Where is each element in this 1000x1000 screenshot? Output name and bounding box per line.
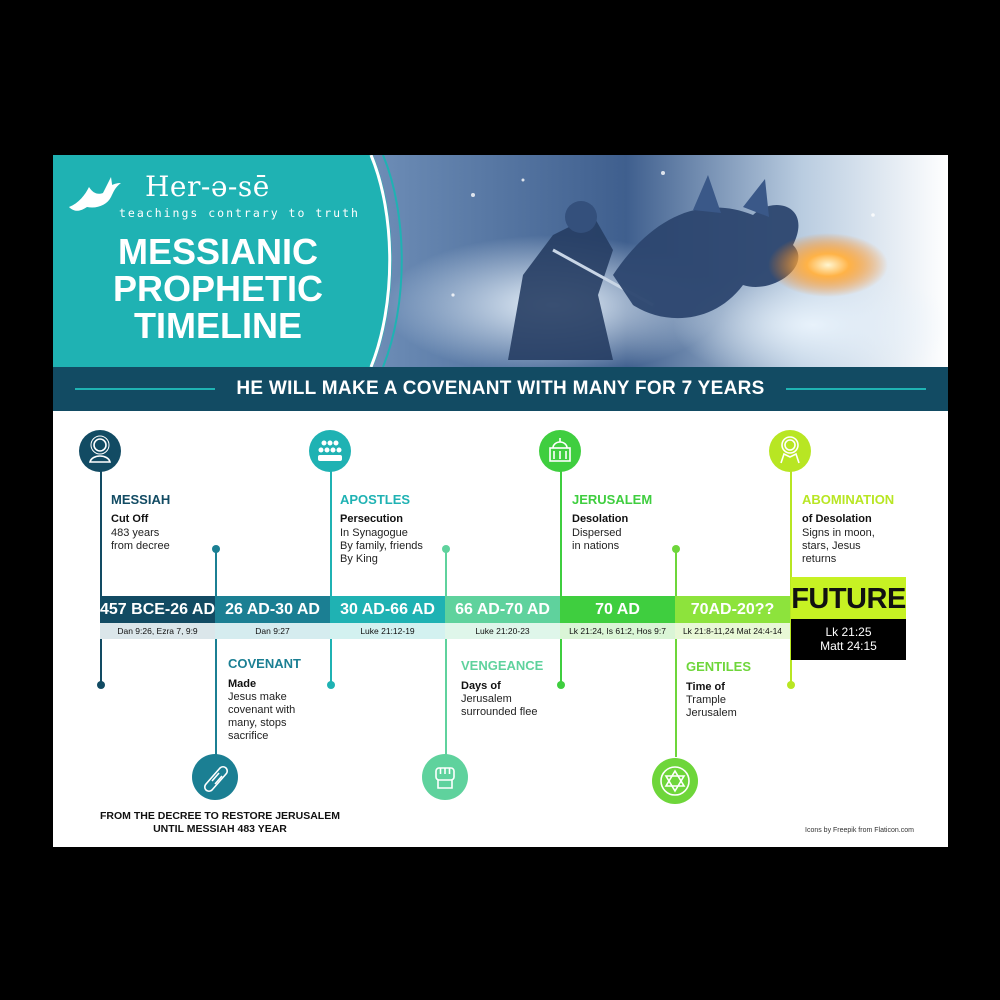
event-subtitle: Days of xyxy=(461,680,501,692)
event-line: stars, Jesus xyxy=(802,540,875,553)
event-title: APOSTLES xyxy=(340,492,410,507)
event-line: surrounded flee xyxy=(461,706,537,719)
page-title: MESSIANIC PROPHETIC TIMELINE xyxy=(83,233,353,344)
event-description: Signs in moon, stars, Jesus returns xyxy=(802,527,875,566)
timeline-segment: 457 BCE-26 AD xyxy=(100,596,215,623)
event-line: sacrifice xyxy=(228,730,295,743)
timeline-reference: Lk 21:24, Is 61:2, Hos 9:7 xyxy=(560,623,675,639)
infographic-card: Her-ə-sē teachings contrary to truth MES… xyxy=(53,155,948,847)
title-line: MESSIANIC xyxy=(83,233,353,270)
event-subtitle: Desolation xyxy=(572,513,628,525)
title-line: TIMELINE xyxy=(83,307,353,344)
title-line: PROPHETIC xyxy=(83,270,353,307)
connector-dot xyxy=(787,681,795,689)
event-line: 483 years xyxy=(111,527,170,540)
dove-logo-icon xyxy=(67,173,125,217)
event-subtitle: Cut Off xyxy=(111,513,148,525)
event-description: In Synagogue By family, friends By King xyxy=(340,527,423,566)
timeline-segment: 30 AD-66 AD xyxy=(330,596,445,623)
connector-line xyxy=(100,468,102,686)
decree-caption-line: FROM THE DECREE TO RESTORE JERUSALEM xyxy=(75,810,365,823)
event-title: GENTILES xyxy=(686,659,751,674)
connector-dot xyxy=(442,545,450,553)
event-line: Jerusalem xyxy=(461,693,537,706)
event-line: Jesus make xyxy=(228,691,295,704)
decree-caption: FROM THE DECREE TO RESTORE JERUSALEM UNT… xyxy=(75,810,365,836)
event-line: Dispersed xyxy=(572,527,622,540)
event-line: Trample xyxy=(686,694,737,707)
event-subtitle: Persecution xyxy=(340,513,403,525)
icon-credit: Icons by Freepik from Flaticon.com xyxy=(805,827,914,834)
event-line: in nations xyxy=(572,540,622,553)
brand-tagline: teachings contrary to truth xyxy=(119,206,360,220)
event-line: Jerusalem xyxy=(686,707,737,720)
event-line: By family, friends xyxy=(340,540,423,553)
future-segment: FUTURE xyxy=(791,577,906,619)
timeline-reference: Luke 21:20-23 xyxy=(445,623,560,639)
connector-line xyxy=(445,549,447,757)
jesus-icon xyxy=(769,430,811,472)
star-of-david-icon xyxy=(652,758,698,804)
event-description: Dispersed in nations xyxy=(572,527,622,553)
banner-text: HE WILL MAKE A COVENANT WITH MANY FOR 7 … xyxy=(53,367,948,411)
timeline-reference: Dan 9:27 xyxy=(215,623,330,639)
event-line: many, stops xyxy=(228,717,295,730)
covenant-banner: HE WILL MAKE A COVENANT WITH MANY FOR 7 … xyxy=(53,367,948,411)
timeline-segment: 66 AD-70 AD xyxy=(445,596,560,623)
connector-line xyxy=(215,549,217,757)
fist-icon xyxy=(422,754,468,800)
connector-line xyxy=(330,468,332,686)
event-subtitle: Made xyxy=(228,678,256,690)
timeline-reference: Dan 9:26, Ezra 7, 9:9 xyxy=(100,623,215,639)
timeline-reference: Luke 21:12-19 xyxy=(330,623,445,639)
event-title: JERUSALEM xyxy=(572,492,652,507)
connector-dot xyxy=(557,681,565,689)
future-reference: Lk 21:25 Matt 24:15 xyxy=(791,619,906,660)
timeline-segment: 70 AD xyxy=(560,596,675,623)
connector-dot xyxy=(212,545,220,553)
timeline-segment: 70AD-20?? xyxy=(675,596,790,623)
event-line: By King xyxy=(340,553,423,566)
event-line: from decree xyxy=(111,540,170,553)
event-title: VENGEANCE xyxy=(461,658,543,673)
scroll-icon xyxy=(192,754,238,800)
event-line: returns xyxy=(802,553,875,566)
connector-line xyxy=(560,468,562,686)
brand-name: Her-ə-sē xyxy=(145,170,270,203)
event-title: ABOMINATION xyxy=(802,492,894,507)
event-line: In Synagogue xyxy=(340,527,423,540)
connector-line xyxy=(675,549,677,757)
event-subtitle: Time of xyxy=(686,681,725,693)
event-line: covenant with xyxy=(228,704,295,717)
connector-dot xyxy=(97,681,105,689)
connector-dot xyxy=(672,545,680,553)
event-line: Signs in moon, xyxy=(802,527,875,540)
temple-icon xyxy=(539,430,581,472)
future-ref-line: Lk 21:25 xyxy=(791,625,906,639)
messiah-icon xyxy=(79,430,121,472)
timeline-segment: 26 AD-30 AD xyxy=(215,596,330,623)
event-subtitle: of Desolation xyxy=(802,513,872,525)
future-ref-line: Matt 24:15 xyxy=(791,639,906,653)
decree-caption-line: UNTIL MESSIAH 483 YEAR xyxy=(75,823,365,836)
timeline-reference: Lk 21:8-11,24 Mat 24:4-14 xyxy=(675,623,790,639)
event-title: COVENANT xyxy=(228,656,301,671)
event-description: Jesus make covenant with many, stops sac… xyxy=(228,691,295,743)
connector-dot xyxy=(327,681,335,689)
event-title: MESSIAH xyxy=(111,492,170,507)
event-description: Trample Jerusalem xyxy=(686,694,737,720)
crowd-icon xyxy=(309,430,351,472)
event-description: Jerusalem surrounded flee xyxy=(461,693,537,719)
event-description: 483 years from decree xyxy=(111,527,170,553)
